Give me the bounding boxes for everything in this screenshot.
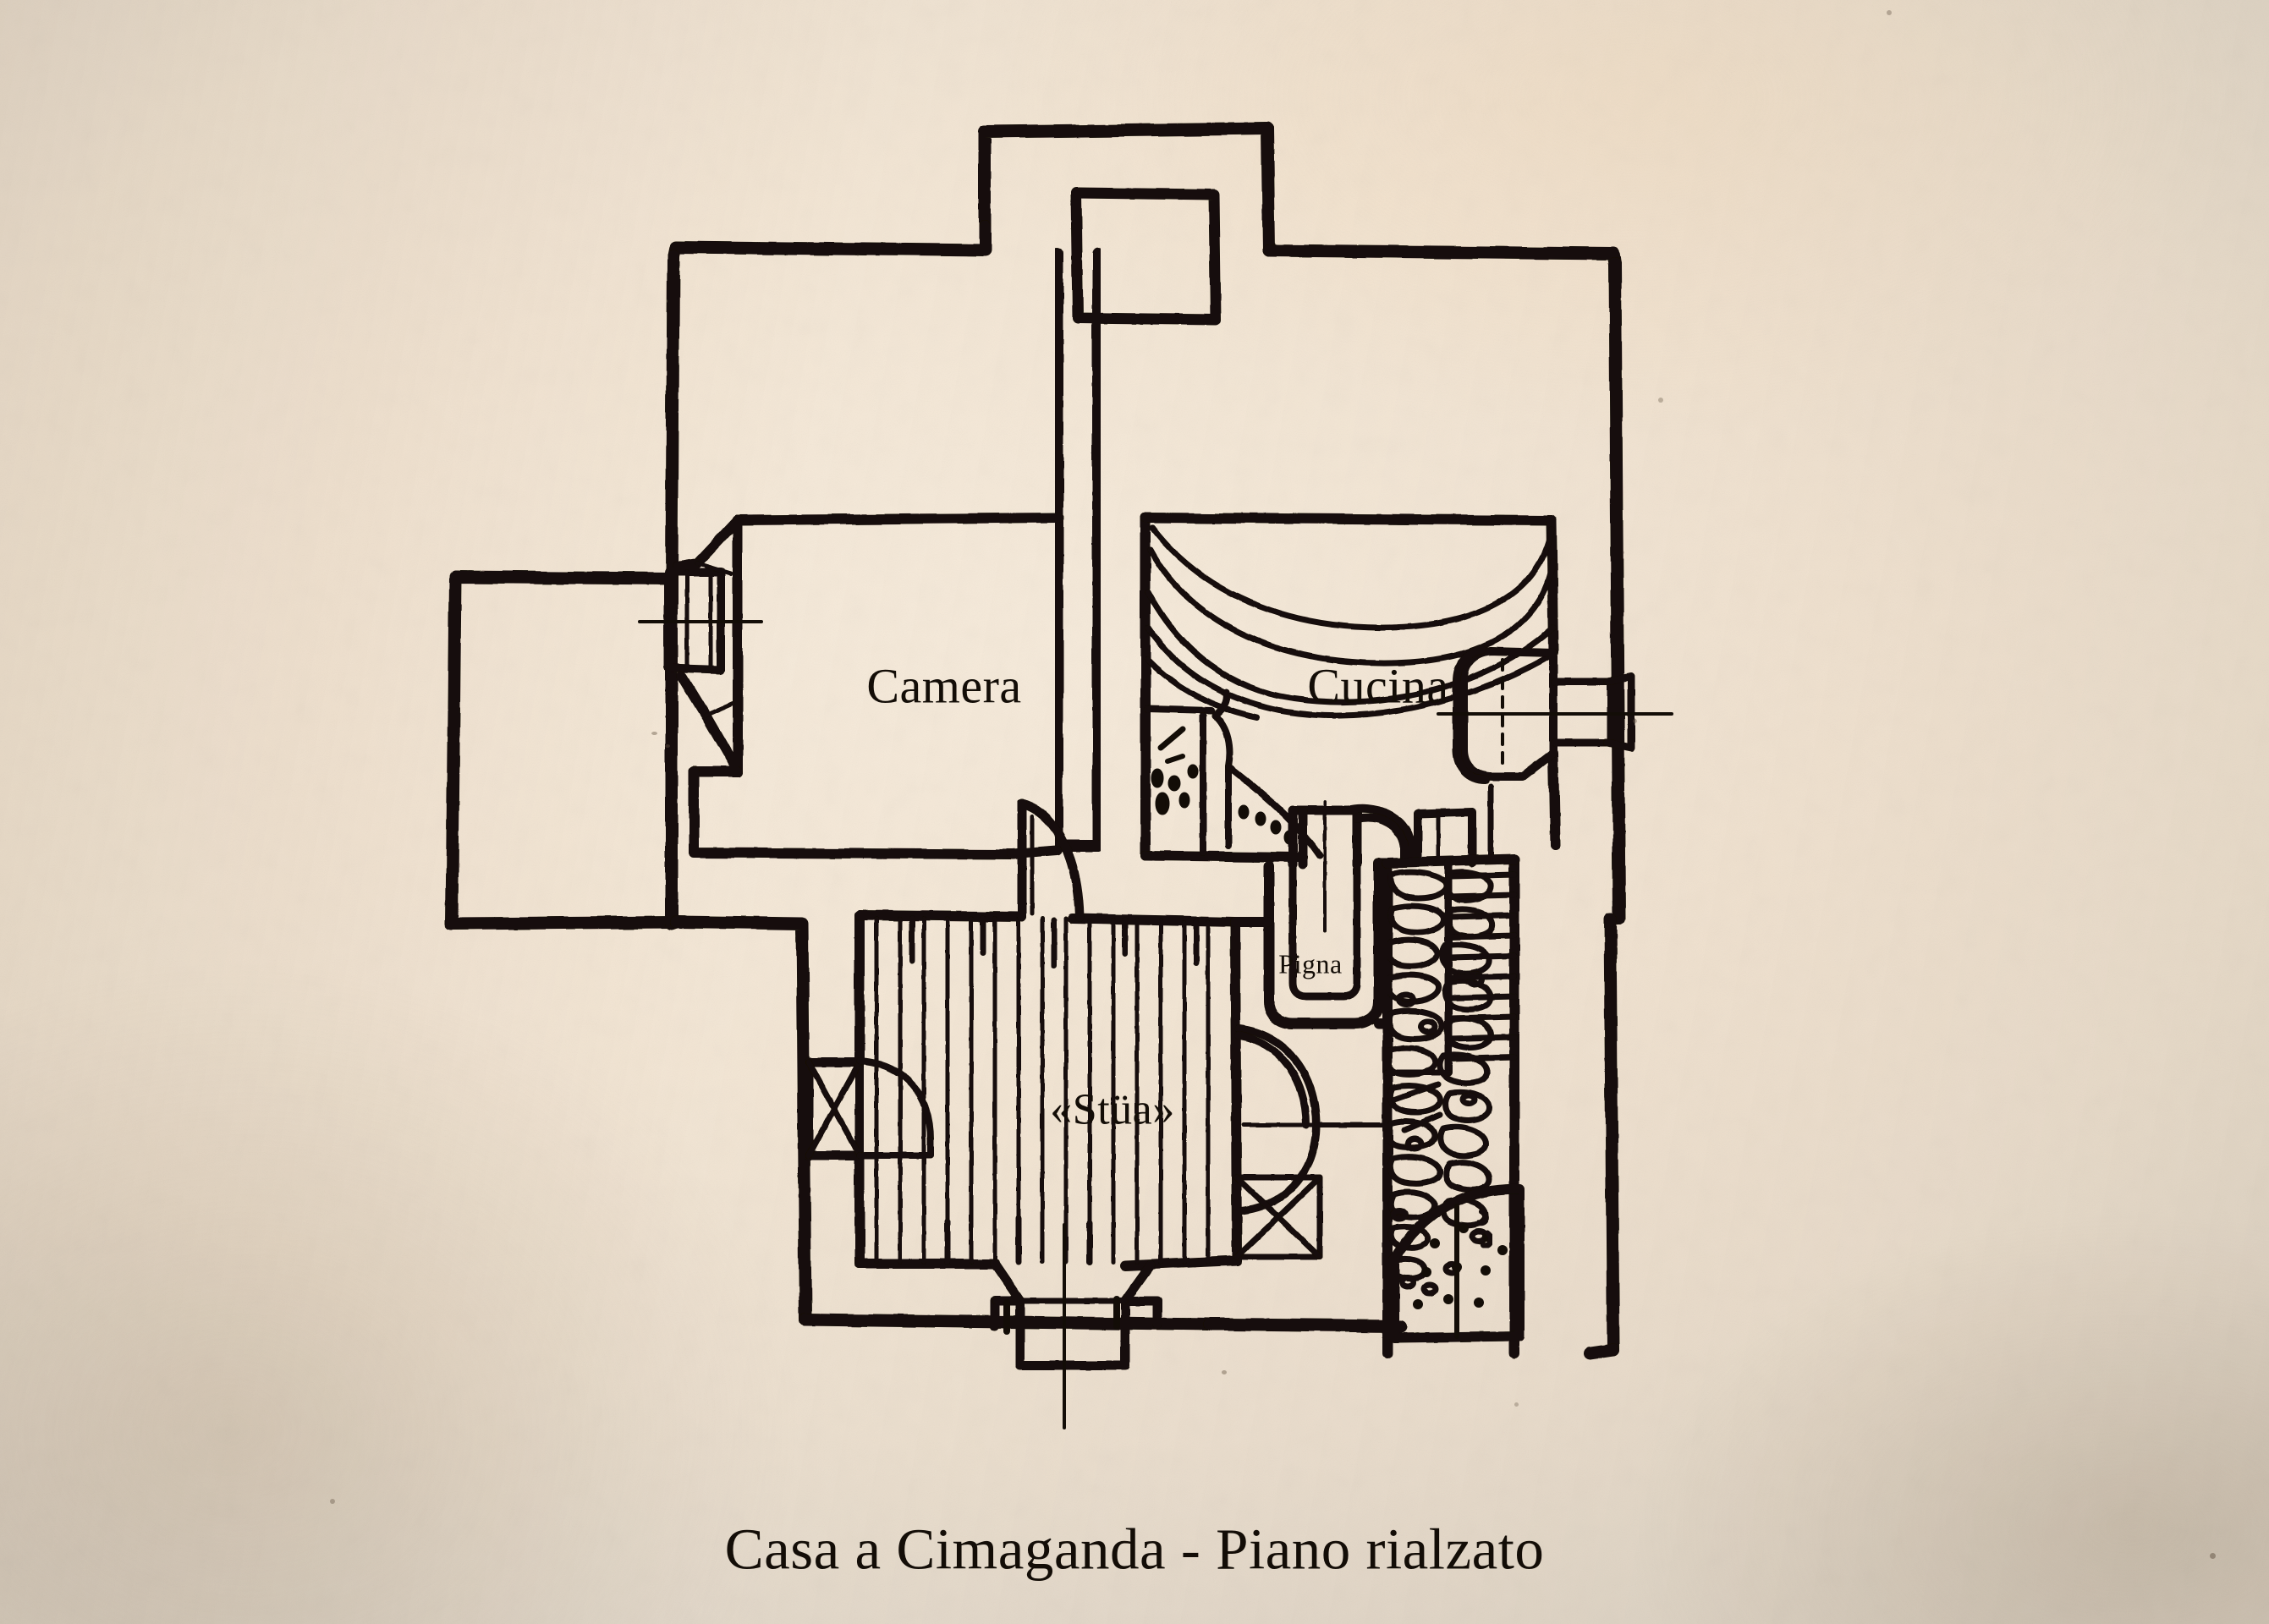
paper-speck (1887, 10, 1892, 15)
stua-bottom-embrasure (990, 1259, 1162, 1370)
cucina-basin-speckles (1151, 726, 1295, 845)
stua-left-door-swing (856, 1057, 934, 1159)
room-label-cucina: Cucina (1307, 658, 1449, 714)
paper-speck (330, 1499, 335, 1504)
paper-speck (1514, 1402, 1519, 1407)
room-label-camera: Camera (866, 658, 1022, 714)
stua-bottom-axis (1003, 1223, 1120, 1429)
staircase-lower-run (1384, 1069, 1452, 1133)
chimney-flue-square (1070, 187, 1222, 326)
paper-speck (651, 732, 657, 735)
stua-rounded-fixture (1233, 1024, 1356, 1215)
cucina-lower-fixtures (1343, 783, 1494, 867)
outer-wall-outline (445, 122, 1626, 1360)
pigna-flue-connector (1288, 800, 1362, 932)
stair-landing-buttress (1389, 1183, 1525, 1343)
cucina-basin (1144, 689, 1323, 859)
cucina-hearth-hood (1145, 524, 1558, 721)
paper-speck (665, 744, 670, 748)
pigna-stove (1263, 857, 1385, 1029)
buttress-marks (1475, 1208, 1494, 1248)
stua-plank-joints (909, 915, 1200, 1265)
cucina-window-axis (1437, 658, 1673, 773)
room-label-stua: «Stüa» (1050, 1085, 1175, 1134)
stua-right-x-box (1233, 1174, 1323, 1260)
staircase-treads (1444, 859, 1518, 1077)
paper-speck (2210, 1553, 2216, 1559)
room-label-pigna: Pigna (1278, 948, 1343, 979)
paper-speck (1222, 1370, 1227, 1374)
pigna-stove-inner (1288, 860, 1361, 1001)
central-spine-wall (1052, 248, 1104, 852)
stua-floor-planks (874, 916, 1211, 1265)
paper-speck (1633, 719, 1637, 723)
plan-caption: Casa a Cimaganda - Piano rialzato (724, 1517, 1545, 1582)
stua-left-window (804, 1057, 865, 1160)
paper-speck (1658, 398, 1663, 403)
camera-stua-door (1017, 798, 1085, 922)
cucina-room-walls (1140, 513, 1560, 863)
